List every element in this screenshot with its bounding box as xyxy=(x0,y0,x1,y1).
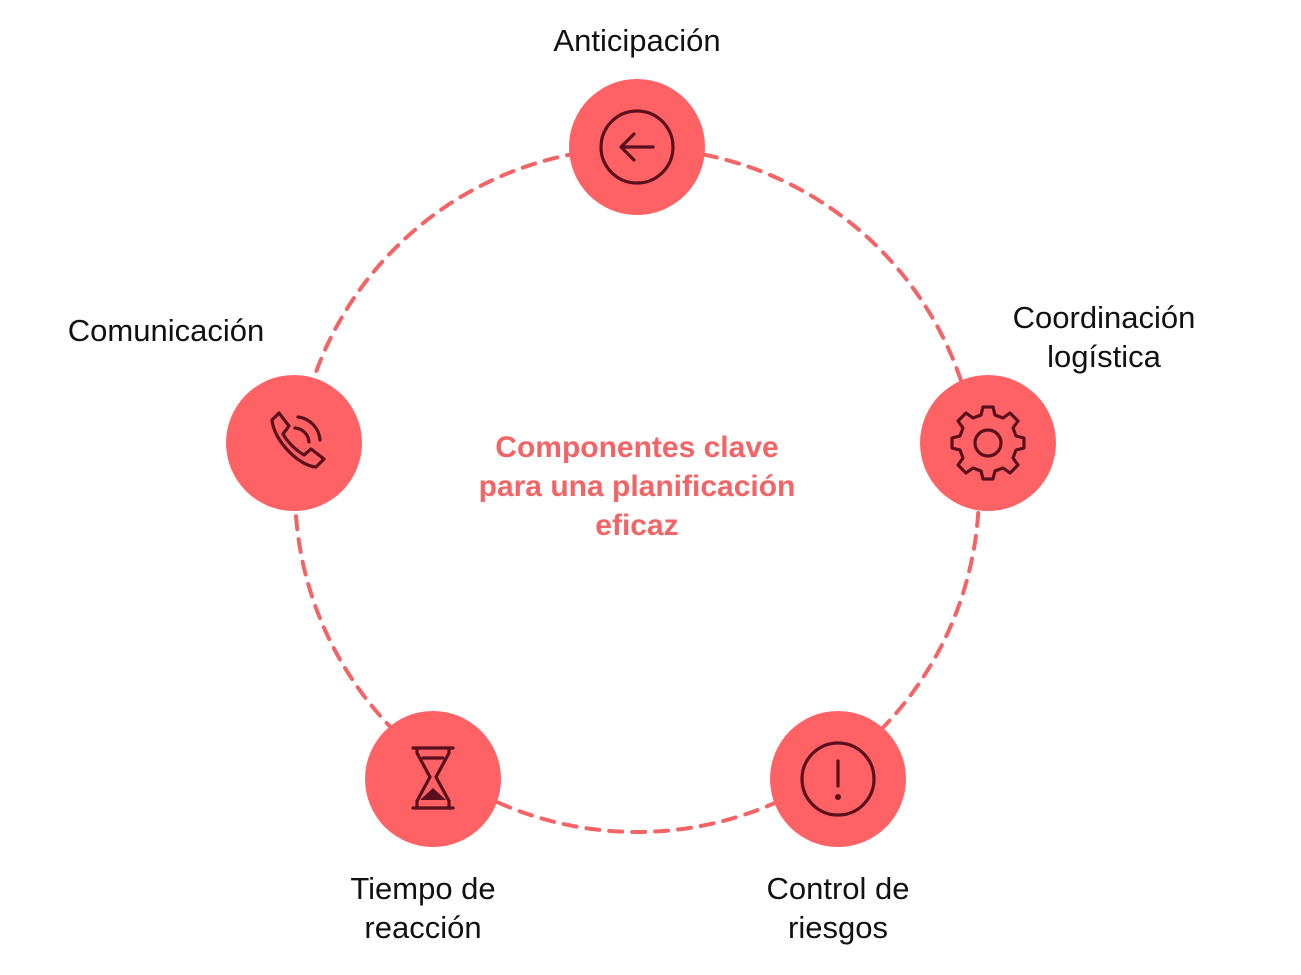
phone-ringing-icon xyxy=(270,411,326,469)
center-title: Componentes clave para una planificación… xyxy=(437,428,837,545)
node-comunicacion xyxy=(226,375,362,511)
center-title-line-2: para una planificación xyxy=(478,470,796,503)
label-tiempo-de-reaccion-line-1: Tiempo de xyxy=(350,871,496,906)
label-control-de-riesgos-line-1: Control de xyxy=(766,871,910,906)
label-anticipacion: Anticipación xyxy=(537,21,737,60)
label-tiempo-de-reaccion-line-2: reacción xyxy=(364,910,482,945)
node-tiempo-de-reaccion-circle xyxy=(365,711,501,847)
label-coordinacion-logistica-line-1: Coordinación xyxy=(1012,300,1196,335)
gear-icon xyxy=(950,405,1026,481)
node-anticipacion xyxy=(569,79,705,215)
hourglass-icon xyxy=(411,746,455,810)
node-control-de-riesgos xyxy=(770,711,906,847)
node-coordinacion-logistica xyxy=(920,375,1056,511)
label-tiempo-de-reaccion: Tiempo de reacción xyxy=(323,869,523,947)
label-comunicacion: Comunicación xyxy=(46,311,286,350)
label-coordinacion-logistica-line-2: logística xyxy=(1047,339,1161,374)
label-control-de-riesgos-line-2: riesgos xyxy=(788,910,888,945)
label-control-de-riesgos: Control de riesgos xyxy=(738,869,938,947)
label-anticipacion-line-1: Anticipación xyxy=(553,23,721,58)
label-coordinacion-logistica: Coordinación logística xyxy=(994,298,1214,376)
node-tiempo-de-reaccion xyxy=(365,711,501,847)
node-comunicacion-circle xyxy=(226,375,362,511)
label-comunicacion-line-1: Comunicación xyxy=(67,313,265,348)
center-title-line-1: Componentes clave xyxy=(495,431,779,464)
arrow-left-circle-icon xyxy=(599,109,675,185)
exclamation-circle-icon xyxy=(800,741,876,817)
center-title-line-3: eficaz xyxy=(595,509,679,542)
node-coordinacion-logistica-circle xyxy=(920,375,1056,511)
